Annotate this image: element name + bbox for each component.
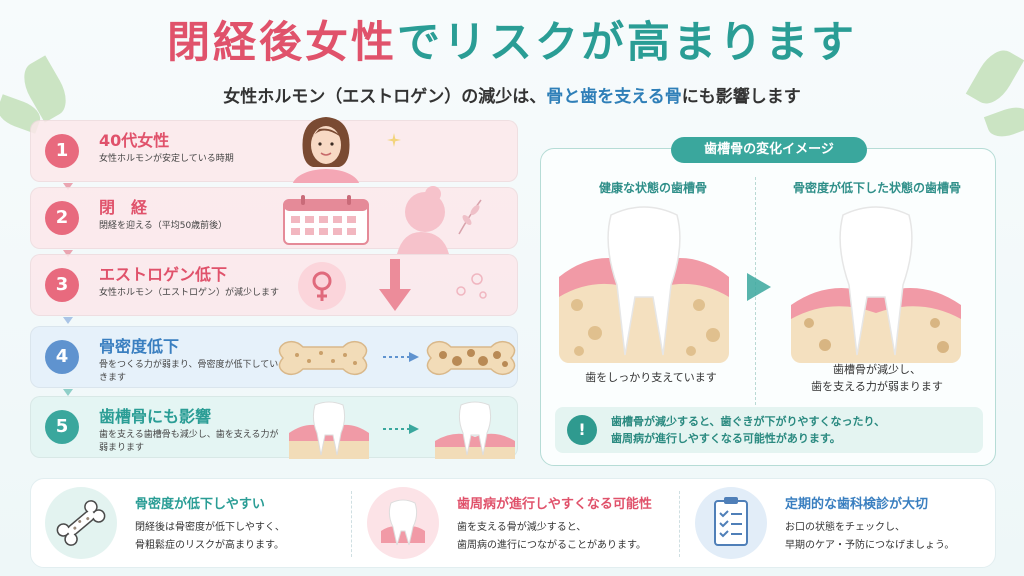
step-title: 40代女性 bbox=[99, 131, 170, 150]
leaf-branch-icon bbox=[458, 199, 482, 235]
step-5: 5 歯槽骨にも影響 歯を支える歯槽骨も減少し、歯を支える力が弱まります bbox=[30, 396, 518, 459]
bubbles-icon bbox=[456, 273, 487, 299]
step-connector bbox=[63, 250, 73, 257]
info-desc: お口の状態をチェックし、 早期のケア・予防につなげましょう。 bbox=[785, 522, 955, 551]
step-3: 3 エストロゲン低下 女性ホルモン（エストロゲン）が減少します bbox=[30, 254, 518, 316]
porous-bone-icon bbox=[426, 340, 516, 376]
warning-text: 歯槽骨が減少すると、歯ぐきが下がりやすくなったり、 歯周病が進行しやすくなる可能… bbox=[611, 415, 886, 445]
step-title: 歯槽骨にも影響 bbox=[99, 407, 212, 426]
weakened-tooth-illustration bbox=[791, 206, 961, 363]
info-bone-density: 骨密度が低下しやすい 閉経後は骨密度が低下しやすく、 骨粗鬆症のリスクが高まりま… bbox=[31, 479, 351, 569]
info-periodontal: 歯周病が進行しやすくなる可能性 歯を支える骨が減少すると、 歯周病の進行につなが… bbox=[353, 479, 679, 569]
info-desc: 閉経後は骨密度が低下しやすく、 骨粗鬆症のリスクが高まります。 bbox=[135, 522, 285, 551]
step-number: 4 bbox=[45, 340, 79, 374]
page-title: 閉経後女性でリスクが高まります bbox=[167, 18, 857, 68]
info-bar: 骨密度が低下しやすい 閉経後は骨密度が低下しやすく、 骨粗鬆症のリスクが高まりま… bbox=[30, 478, 996, 568]
weakened-caption: 歯槽骨が減少し、 歯を支える力が弱まります bbox=[811, 363, 943, 393]
step-number: 5 bbox=[45, 410, 79, 444]
step-connector bbox=[63, 389, 73, 396]
dashed-arrow-icon bbox=[383, 352, 419, 362]
weakened-label: 骨密度が低下した状態の歯槽骨 bbox=[792, 181, 961, 195]
info-title: 骨密度が低下しやすい bbox=[135, 497, 265, 512]
weakened-tooth-small-icon bbox=[435, 401, 515, 459]
step-4: 4 骨密度低下 骨をつくる力が弱まり、骨密度が低下していきます bbox=[30, 326, 518, 388]
step-title: 閉 経 bbox=[99, 198, 148, 217]
tooth-icon bbox=[367, 487, 439, 559]
step-desc: 閉経を迎える（平均50歳前後） bbox=[99, 221, 228, 231]
info-title: 定期的な歯科検診が大切 bbox=[785, 497, 929, 512]
step-number: 2 bbox=[45, 201, 79, 235]
dashed-arrow-icon bbox=[383, 424, 419, 434]
step-2: 2 閉 経 閉経を迎える（平均50歳前後） bbox=[30, 186, 518, 254]
info-divider bbox=[679, 491, 680, 557]
healthy-label: 健康な状態の歯槽骨 bbox=[598, 181, 707, 195]
healthy-caption: 歯をしっかり支えています bbox=[585, 371, 717, 384]
right-arrow-icon bbox=[747, 273, 771, 301]
step-1: 1 40代女性 女性ホルモンが安定している時期 bbox=[30, 117, 518, 183]
sparkle-icon bbox=[387, 133, 401, 147]
step-desc: 女性ホルモンが安定している時期 bbox=[99, 154, 234, 164]
checklist-icon bbox=[695, 487, 767, 559]
info-desc: 歯を支える骨が減少すると、 歯周病の進行につながることがあります。 bbox=[457, 522, 646, 551]
step-connector bbox=[63, 183, 73, 190]
woman-silhouette-icon bbox=[397, 186, 449, 254]
info-divider bbox=[351, 491, 352, 557]
step-desc: 骨をつくる力が弱まり、骨密度が低下していきます bbox=[99, 360, 279, 383]
step-connector bbox=[63, 317, 73, 324]
bone-icon bbox=[45, 487, 117, 559]
female-symbol-icon bbox=[298, 262, 346, 310]
step-desc: 歯を支える歯槽骨も減少し、歯を支える力が弱まります bbox=[99, 430, 279, 453]
panel-title: 歯槽骨の変化イメージ bbox=[671, 137, 867, 163]
leaf-decoration-right-2 bbox=[983, 102, 1024, 142]
step-number: 3 bbox=[45, 268, 79, 302]
calendar-icon bbox=[283, 195, 369, 245]
page-subtitle: 女性ホルモン（エストロゲン）の減少は、骨と歯を支える骨にも影響します bbox=[223, 87, 801, 107]
step-title: エストロゲン低下 bbox=[99, 265, 228, 284]
woman-portrait-icon bbox=[292, 117, 360, 183]
healthy-tooth-small-icon bbox=[289, 401, 369, 459]
healthy-tooth-illustration bbox=[559, 206, 729, 363]
info-checkup: 定期的な歯科検診が大切 お口の状態をチェックし、 早期のケア・予防につなげましょ… bbox=[681, 479, 995, 569]
warning-note: ! 歯槽骨が減少すると、歯ぐきが下がりやすくなったり、 歯周病が進行しやすくなる… bbox=[555, 407, 983, 453]
step-desc: 女性ホルモン（エストロゲン）が減少します bbox=[99, 288, 280, 298]
alveolar-bone-panel: 歯槽骨の変化イメージ 健康な状態の歯槽骨 骨密度が低下した状態の歯槽骨 歯をしっ… bbox=[540, 137, 996, 466]
step-number: 1 bbox=[45, 134, 79, 168]
down-arrow-icon bbox=[379, 259, 411, 311]
step-title: 骨密度低下 bbox=[99, 337, 180, 356]
info-title: 歯周病が進行しやすくなる可能性 bbox=[457, 497, 652, 512]
healthy-bone-icon bbox=[278, 340, 368, 376]
exclamation-icon: ! bbox=[567, 415, 597, 445]
